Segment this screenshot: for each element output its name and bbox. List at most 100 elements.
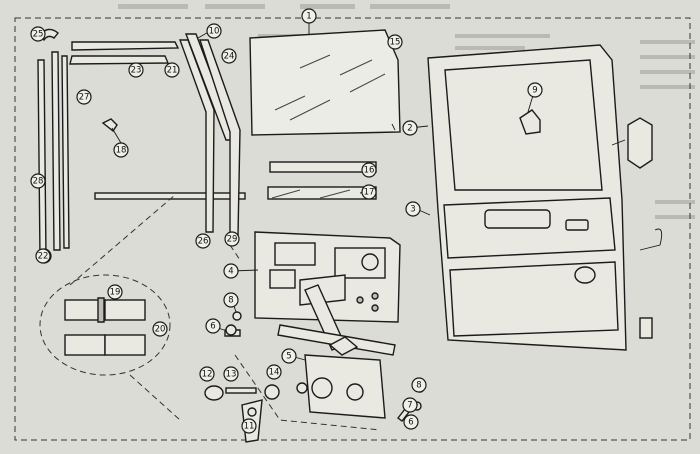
callout-circle <box>281 348 297 364</box>
callout-circle <box>76 89 92 105</box>
callout-22: 22 <box>35 248 51 264</box>
callout-circle <box>107 284 123 300</box>
callout-6: 6 <box>205 318 221 334</box>
callout-number: 28 <box>33 177 44 187</box>
callout-number: 19 <box>110 288 121 298</box>
callout-19: 19 <box>107 284 123 300</box>
callout-5: 5 <box>281 348 297 364</box>
callout-number: 22 <box>38 252 49 262</box>
callout-number: 14 <box>269 368 280 378</box>
callout-8: 8 <box>411 377 427 393</box>
callout-number: 16 <box>364 166 375 176</box>
callout-17: 17 <box>361 184 377 200</box>
callout-number: 25 <box>33 30 44 40</box>
callout-number: 29 <box>227 235 238 245</box>
callout-15: 15 <box>387 34 403 50</box>
callout-2: 2 <box>402 120 418 136</box>
callout-number: 6 <box>210 322 215 332</box>
callout-circle <box>387 34 403 50</box>
callout-circle <box>152 321 168 337</box>
callout-number: 17 <box>364 188 375 198</box>
callout-6: 6 <box>403 414 419 430</box>
callout-16: 16 <box>361 162 377 178</box>
callout-20: 20 <box>152 321 168 337</box>
callout-circle <box>221 48 237 64</box>
callout-circle <box>205 318 221 334</box>
callout-number: 26 <box>198 237 209 247</box>
callout-number: 12 <box>202 370 213 380</box>
callout-circle <box>223 366 239 382</box>
callout-circle <box>361 162 377 178</box>
callout-number: 27 <box>79 93 90 103</box>
callout-number: 21 <box>167 66 178 76</box>
callout-circle <box>402 397 418 413</box>
callout-number: 11 <box>244 422 255 432</box>
callout-number: 20 <box>155 325 166 335</box>
callout-28: 28 <box>30 173 46 189</box>
callout-25: 25 <box>30 26 46 42</box>
callout-circle <box>195 233 211 249</box>
door-inner-panel <box>254 231 401 323</box>
callout-27: 27 <box>76 89 92 105</box>
callout-7: 7 <box>402 397 418 413</box>
callout-circle <box>405 201 421 217</box>
dashed-frame <box>14 17 691 441</box>
callout-23: 23 <box>128 62 144 78</box>
callout-circle <box>403 414 419 430</box>
detail-ellipse <box>39 194 181 421</box>
callout-10: 10 <box>206 23 222 39</box>
callout-1: 1 <box>301 8 317 24</box>
callout-circle <box>30 26 46 42</box>
callout-circle <box>30 173 46 189</box>
callout-number: 4 <box>228 267 233 277</box>
callout-circle <box>402 120 418 136</box>
callout-number: 7 <box>407 401 412 411</box>
callout-circle <box>128 62 144 78</box>
callout-number: 3 <box>410 205 415 215</box>
callout-21: 21 <box>164 62 180 78</box>
callout-circle <box>35 248 51 264</box>
callout-circle <box>241 418 257 434</box>
callout-circle <box>224 231 240 247</box>
callout-26: 26 <box>195 233 211 249</box>
callout-circle <box>223 263 239 279</box>
callout-circle <box>527 82 543 98</box>
callout-9: 9 <box>527 82 543 98</box>
door-shell <box>427 44 663 351</box>
callout-circle <box>164 62 180 78</box>
callout-labels: 1234567891011121314151617181920212223242… <box>30 8 543 434</box>
window-regulator <box>277 284 396 419</box>
callout-number: 8 <box>416 381 421 391</box>
callout-circle <box>411 377 427 393</box>
callout-number: 6 <box>408 418 413 428</box>
callout-13: 13 <box>223 366 239 382</box>
seal-strips <box>37 28 246 259</box>
callout-circle <box>361 184 377 200</box>
callout-number: 8 <box>228 296 233 306</box>
callout-circle <box>223 292 239 308</box>
callout-number: 2 <box>407 124 412 134</box>
window-glass <box>249 29 401 136</box>
callout-12: 12 <box>199 366 215 382</box>
callout-number: 10 <box>209 27 220 37</box>
callout-number: 23 <box>131 66 142 76</box>
callout-circle <box>199 366 215 382</box>
callout-24: 24 <box>221 48 237 64</box>
callout-18: 18 <box>113 142 129 158</box>
callout-4: 4 <box>223 263 239 279</box>
window-strips <box>267 161 377 200</box>
callout-11: 11 <box>241 418 257 434</box>
callout-number: 18 <box>116 146 127 156</box>
callout-number: 1 <box>306 12 311 22</box>
callout-number: 5 <box>286 352 291 362</box>
callout-3: 3 <box>405 201 421 217</box>
callout-number: 24 <box>224 52 235 62</box>
callout-number: 13 <box>226 370 237 380</box>
callout-number: 15 <box>390 38 401 48</box>
callout-14: 14 <box>266 364 282 380</box>
callout-circle <box>266 364 282 380</box>
callout-8: 8 <box>223 292 239 308</box>
callout-circle <box>113 142 129 158</box>
